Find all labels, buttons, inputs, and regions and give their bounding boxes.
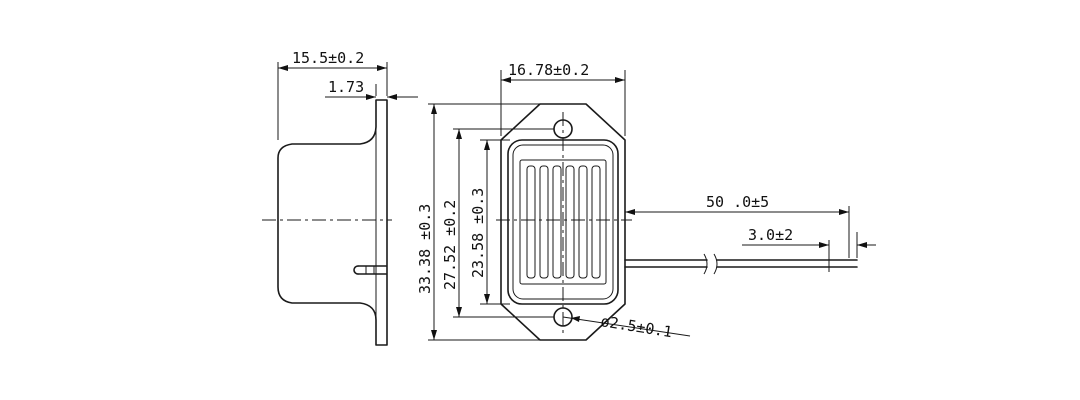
dim-strip-length-label: 3.0±2 bbox=[748, 226, 793, 244]
lead-wires bbox=[624, 253, 858, 275]
dim-hole-diameter-label: ø2.5±0.1 bbox=[599, 312, 673, 341]
dim-body-width-label: 16.78±0.2 bbox=[508, 61, 589, 79]
dim-flange-thickness: 1.73 bbox=[325, 78, 418, 100]
front-view bbox=[496, 103, 632, 341]
side-view-lead-stub bbox=[353, 265, 387, 275]
dim-overall-height: 33.38 ±0.3 bbox=[416, 103, 540, 341]
dim-hole-spacing: 27.52 ±0.2 bbox=[441, 128, 554, 318]
dim-side-width-label: 15.5±0.2 bbox=[292, 49, 364, 67]
dim-body-height: 23.58 ±0.3 bbox=[469, 139, 510, 305]
side-view bbox=[262, 99, 392, 346]
dim-overall-height-label: 33.38 ±0.3 bbox=[416, 204, 434, 294]
dim-lead-length: 50 .0±5 bbox=[624, 193, 850, 258]
dim-body-height-label: 23.58 ±0.3 bbox=[469, 188, 487, 278]
dim-flange-thickness-label: 1.73 bbox=[328, 78, 364, 96]
side-view-outline bbox=[277, 99, 388, 346]
dim-body-width: 16.78±0.2 bbox=[500, 61, 626, 136]
dim-hole-spacing-label: 27.52 ±0.2 bbox=[441, 200, 459, 290]
dim-strip-length: 3.0±2 bbox=[742, 226, 876, 258]
dim-side-width: 15.5±0.2 bbox=[277, 49, 388, 140]
dim-hole-diameter: ø2.5±0.1 bbox=[562, 312, 691, 341]
sound-grille bbox=[519, 159, 607, 285]
front-view-outline bbox=[500, 103, 626, 341]
dim-lead-length-label: 50 .0±5 bbox=[706, 193, 769, 211]
